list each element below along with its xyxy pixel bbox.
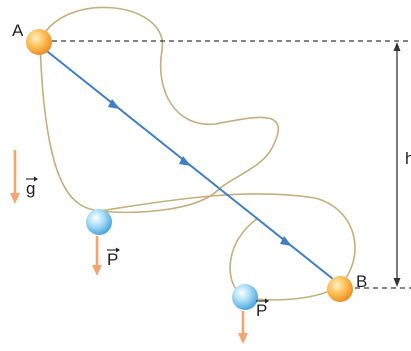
direction-arrow-1 <box>108 99 120 109</box>
direction-arrow-3 <box>280 236 292 246</box>
ball-on-path-2 <box>232 284 258 310</box>
point-a-label: A <box>12 21 24 40</box>
weight-2-vector-bar-tip <box>265 298 269 304</box>
height-label: h <box>405 149 411 168</box>
gravity-arrow-head <box>10 193 20 204</box>
gravity-label: g <box>26 179 35 198</box>
ball-at-b <box>327 276 353 302</box>
gravity-vector-bar-tip <box>34 176 38 182</box>
weight-arrow-2-head <box>238 333 248 344</box>
ball-at-a <box>26 29 52 55</box>
point-b-label: B <box>356 272 367 291</box>
height-arrow-head-bottom <box>393 278 401 287</box>
weight-arrow-1-head <box>92 265 102 276</box>
weight-label-2: P <box>256 301 267 320</box>
height-arrow-head-top <box>393 42 401 51</box>
direction-arrow-2 <box>179 156 191 166</box>
weight-label-1: P <box>107 250 118 269</box>
ball-on-path-1 <box>86 209 112 235</box>
curved-path <box>39 6 279 214</box>
weight-1-vector-bar-tip <box>116 247 120 253</box>
curved-path-loop <box>99 193 356 301</box>
